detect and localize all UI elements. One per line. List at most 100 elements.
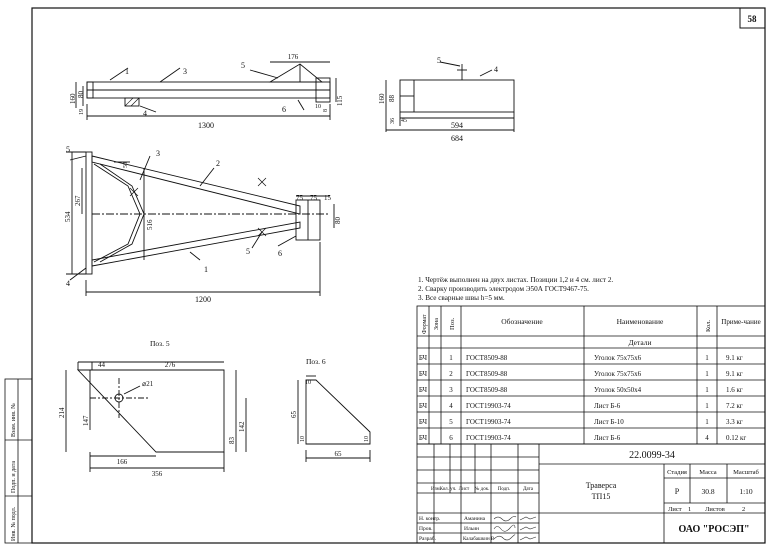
plan-leader-6: 6	[278, 249, 282, 258]
row-designation: ГОСТ8509-88	[466, 354, 508, 362]
side-dim-36: 36	[390, 118, 396, 124]
row-note: 9.1 кг	[726, 370, 743, 378]
row-note: 0.12 кг	[726, 434, 746, 442]
top-leader-5: 5	[241, 61, 245, 70]
row-pos: 2	[449, 370, 453, 378]
row-note: 7.2 кг	[726, 402, 743, 410]
role-norm-control-name: Аманина	[464, 516, 486, 522]
rev-header-list: Лист	[459, 487, 470, 492]
sheet-frame	[31, 7, 766, 544]
top-dim-8: 8	[323, 109, 329, 112]
spec-header-pos: Поз.	[449, 317, 456, 330]
pos6-dim-10b: 10	[300, 436, 306, 442]
row-designation: ГОСТ19903-74	[466, 402, 511, 410]
plan-dim-75b: 75	[310, 194, 318, 202]
spec-table-grid	[416, 305, 766, 445]
table-row: БЧ 6 ГОСТ19903-74 Лист Б-6 4 0.12 кг	[419, 434, 747, 442]
plan-leader-4: 4	[66, 279, 70, 288]
row-note: 3.3 кг	[726, 418, 743, 426]
side-leader-4: 4	[494, 65, 498, 74]
stage-label: Стадия	[667, 469, 687, 476]
table-row: БЧ 1 ГОСТ8509-88 Уголок 75x75x6 1 9.1 кг	[419, 354, 743, 362]
pos5-dim-166: 166	[117, 458, 128, 466]
row-note: 1.6 кг	[726, 386, 743, 394]
spec-header-qty: Кол.	[705, 320, 712, 332]
plan-leader-1: 1	[204, 265, 208, 274]
row-qty: 1	[705, 354, 709, 362]
table-row: БЧ 2 ГОСТ8509-88 Уголок 75x75x6 1 9.1 кг	[419, 370, 743, 378]
top-dim-160: 160	[69, 93, 77, 104]
rev-header-sign: Подп.	[498, 487, 510, 492]
top-dim-10: 10	[315, 104, 321, 110]
spec-header-name: Наименование	[617, 317, 664, 326]
sheets-label: Листов	[705, 506, 725, 513]
pos6-dim-65h: 65	[290, 411, 298, 419]
row-note: 9.1 кг	[726, 354, 743, 362]
side-stamp-inv: Инв. № подл.	[11, 506, 17, 541]
doc-code: 22.0099-34	[629, 450, 675, 461]
sheet-label: Лист	[668, 506, 682, 513]
row-pos: 3	[449, 386, 453, 394]
side-dim-45: 45	[401, 118, 407, 124]
note-line: 3. Все сварные швы h=5 мм.	[418, 294, 505, 302]
pos5-dim-44: 44	[98, 361, 106, 369]
table-row: БЧ 4 ГОСТ19903-74 Лист Б-6 1 7.2 кг	[419, 402, 743, 410]
doc-title-line2: ТП15	[592, 492, 611, 501]
pos5-dim-142: 142	[238, 421, 246, 432]
note-line: 2. Сварку производить электродом Э50А ГО…	[418, 285, 589, 293]
plan-dim-267: 267	[74, 195, 82, 206]
plan-dim-75a: 75	[296, 194, 304, 202]
pos5-view	[65, 361, 247, 472]
row-name: Лист Б-10	[594, 418, 624, 426]
pos6-dim-10c: 10	[364, 436, 370, 442]
spec-table-rows: БЧ 1 ГОСТ8509-88 Уголок 75x75x6 1 9.1 кг…	[419, 354, 747, 442]
plan-dim-534: 534	[64, 211, 72, 222]
sheet-value: 1	[688, 506, 691, 513]
row-qty: 4	[705, 434, 709, 442]
side-stamp-replace: Взам. инв. №	[11, 403, 17, 437]
pos5-title: Поз. 5	[150, 339, 170, 348]
top-dim-80: 80	[77, 91, 85, 99]
pos5-dim-147: 147	[82, 415, 90, 426]
side-view	[385, 61, 515, 132]
top-leader-1: 3	[183, 67, 187, 76]
pos5-dim-83: 83	[228, 437, 236, 445]
pos6-dim-10a: 10	[305, 380, 311, 386]
plan-view	[66, 151, 335, 296]
pos6-view	[297, 375, 371, 462]
plan-leader-2: 2	[216, 159, 220, 168]
row-designation: ГОСТ8509-88	[466, 386, 508, 394]
top-leader-6: 6	[282, 105, 286, 114]
side-dim-88: 88	[388, 95, 396, 103]
row-name: Уголок 75x75x6	[594, 370, 642, 378]
rev-header-date: Дата	[523, 487, 534, 492]
table-row: БЧ 3 ГОСТ8509-88 Уголок 50x50x4 1 1.6 кг	[419, 386, 743, 394]
row-pos: 5	[449, 418, 453, 426]
plan-leader-3: 3	[156, 149, 160, 158]
scale-label: Масштаб	[733, 469, 759, 476]
company-name: ОАО "РОСЭП"	[678, 524, 749, 535]
row-format: БЧ	[419, 434, 428, 442]
plan-dim-50: 50	[123, 162, 129, 168]
pos6-dim-65w: 65	[335, 450, 343, 458]
role-developed: Разраб.	[419, 535, 437, 542]
role-developed-name: Калабашкин В	[463, 537, 495, 542]
rev-header-doc: № док.	[475, 486, 490, 492]
side-leader-5: 5	[437, 56, 441, 65]
top-dim-19: 19	[79, 109, 85, 115]
plan-dim-80: 80	[334, 217, 342, 225]
plan-leader-5: 5	[66, 145, 70, 154]
pos5-dim-214: 214	[58, 407, 66, 418]
mass-label: Масса	[699, 469, 717, 476]
row-qty: 1	[705, 386, 709, 394]
sheet-number-box	[739, 7, 766, 29]
spec-header-note: Приме-чание	[721, 318, 760, 326]
plan-dim-15: 15	[324, 194, 332, 202]
spec-header-format: Формат	[422, 314, 428, 334]
row-qty: 1	[705, 402, 709, 410]
row-format: БЧ	[419, 370, 428, 378]
side-dim-684: 684	[451, 134, 463, 143]
rev-header-kol: Кол. уч.	[440, 487, 457, 492]
row-designation: ГОСТ8509-88	[466, 370, 508, 378]
